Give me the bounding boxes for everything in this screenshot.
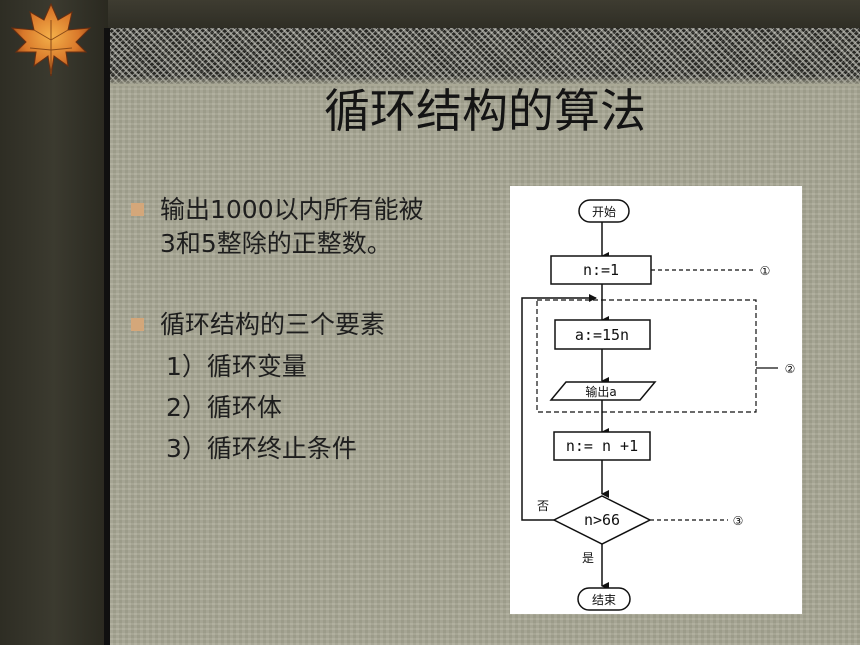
flow-output-label: 输出a	[585, 384, 616, 399]
left-decorative-strip	[0, 0, 108, 645]
bullet-text-line: 循环结构的三个要素	[160, 310, 386, 339]
texture-header-band	[110, 28, 860, 84]
flow-yes-label: 是	[582, 551, 594, 565]
header-band-fade	[110, 76, 860, 86]
flow-start-label: 开始	[592, 205, 616, 219]
flow-marker-1: ①	[760, 264, 771, 278]
bullet-marker	[131, 318, 144, 331]
flow-increment-label: n:= n +1	[566, 437, 638, 455]
flow-output-parallelogram	[549, 381, 657, 401]
flow-no-label: 否	[537, 499, 549, 513]
flow-marker-2: ②	[785, 362, 796, 376]
flow-loop-back-line	[521, 294, 597, 521]
flow-init-label: n:=1	[583, 261, 619, 279]
flow-loop-body-region	[536, 299, 757, 413]
left-edge-shadow	[104, 28, 110, 645]
top-bar	[0, 0, 860, 28]
flow-end-label: 结束	[592, 593, 616, 607]
sub-item-loop-body: 2）循环体	[166, 393, 282, 422]
bullet-marker	[131, 203, 144, 216]
flow-end-terminal	[577, 587, 631, 611]
maple-leaf-icon	[10, 2, 92, 77]
bullet-text-line: 输出1000以内所有能被	[160, 195, 424, 224]
slide-title: 循环结构的算法	[324, 84, 646, 138]
flow-assign-label: a:=15n	[575, 326, 629, 344]
sub-item-termination-condition: 3）循环终止条件	[166, 434, 357, 463]
flow-marker-3: ③	[733, 514, 744, 528]
flow-start-terminal	[578, 199, 630, 223]
flowchart-svg: 开始 n:=1 ① ② a:=15n 输出a n:= n +1 n>66 ③ 否	[521, 199, 796, 611]
flow-decision-label: n>66	[584, 511, 620, 529]
flowchart-figure: 开始 n:=1 ① ② a:=15n 输出a n:= n +1 n>66 ③ 否	[510, 186, 802, 614]
bullet-text-line: 3和5整除的正整数。	[160, 229, 392, 258]
sub-item-loop-variable: 1）循环变量	[166, 352, 307, 381]
